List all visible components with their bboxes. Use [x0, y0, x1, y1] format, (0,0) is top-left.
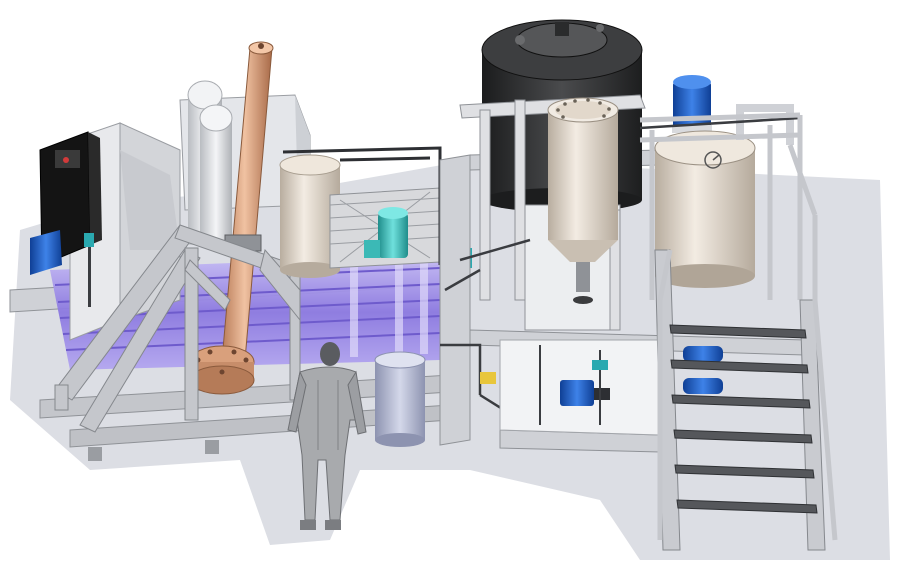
right-skid — [439, 19, 838, 551]
yellow-valve-icon — [480, 372, 496, 384]
gauge-icon — [84, 233, 94, 247]
right-pipework — [736, 104, 794, 145]
staircase — [654, 144, 838, 551]
human-scale-figure — [287, 342, 367, 530]
blue-motor-pair — [683, 346, 723, 394]
indicator-light-icon — [63, 157, 69, 163]
blue-drive-unit — [30, 230, 62, 275]
filter-vessel — [547, 97, 619, 304]
white-vessels — [187, 80, 233, 248]
left-skid — [9, 41, 472, 461]
blue-pump — [560, 380, 594, 406]
teal-pump — [364, 207, 408, 258]
control-panel — [39, 131, 102, 266]
grey-cylinder — [374, 351, 426, 447]
tank-gauge-icon — [704, 151, 722, 169]
platform-railing — [639, 112, 803, 300]
lower-equipment-bay — [480, 339, 661, 436]
